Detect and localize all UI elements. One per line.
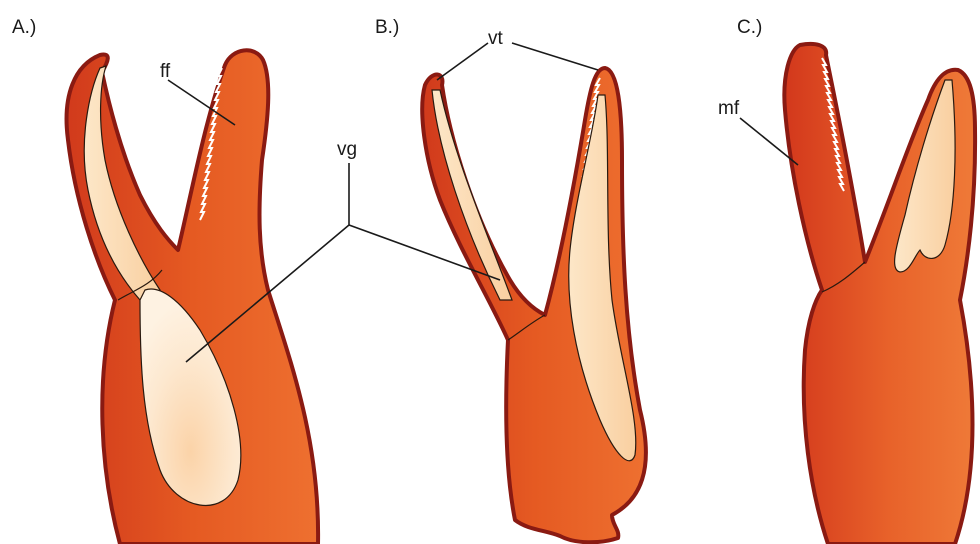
panel-c-claw [784,44,975,544]
panel-a-claw [67,50,319,544]
vg-label: vg [337,139,357,160]
mf-label: mf [718,98,740,119]
vt-leader-line-a [437,43,488,80]
vt-leader-line-b [512,43,598,70]
panel-a-label: A.) [12,17,36,38]
panel-c-label: C.) [737,17,762,38]
vt-label: vt [488,28,504,49]
ff-label: ff [160,61,171,82]
panel-b-label: B.) [375,17,399,38]
panel-b-claw [422,68,646,542]
